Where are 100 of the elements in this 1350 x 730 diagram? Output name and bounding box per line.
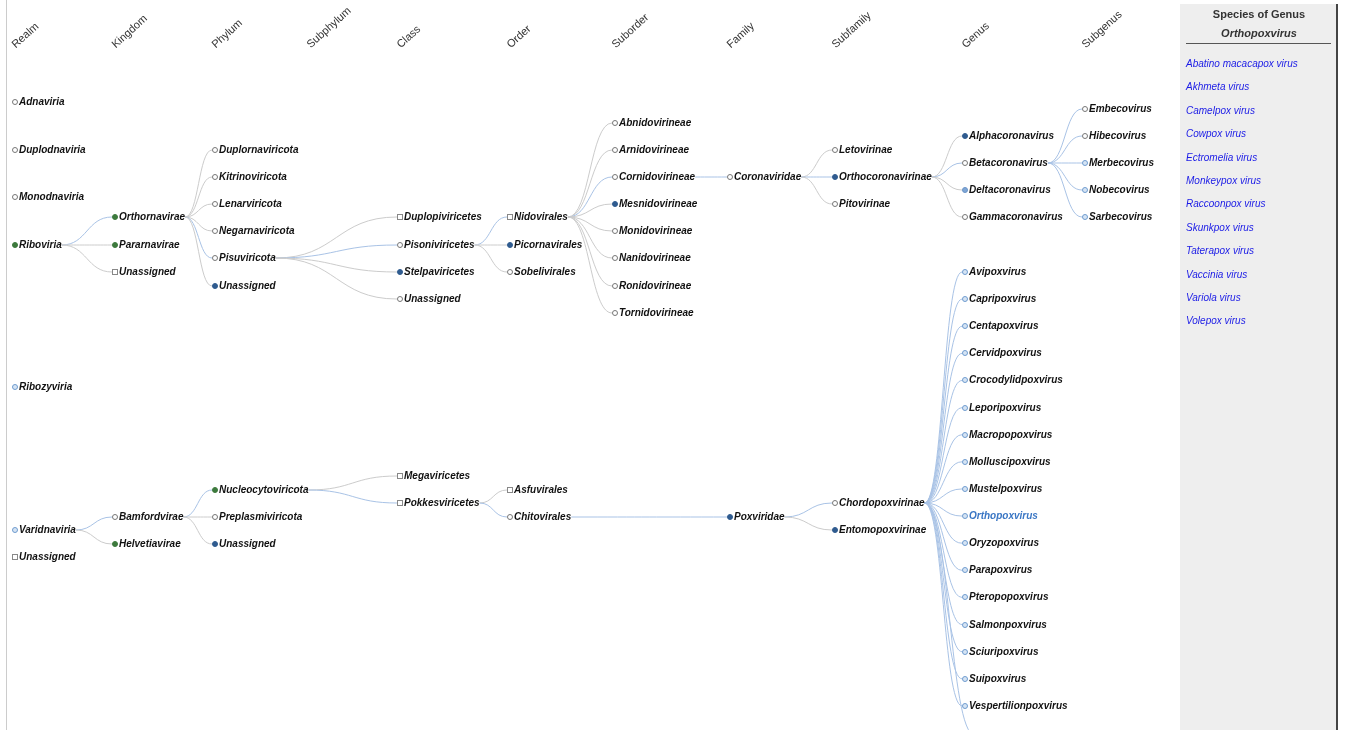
tree-link [61,244,113,273]
taxon-node: Megaviricetes [396,469,471,483]
taxon-node: Adnaviria [11,95,65,109]
tree-link [184,216,213,287]
taxon-node: Helvetiavirae [111,537,181,551]
taxon-node: Negarnaviricota [211,224,295,238]
taxon-node: Sciuripoxvirus [961,644,1039,659]
tree-link [75,529,113,545]
tree-link [694,176,728,178]
tree-link [275,257,398,300]
taxon-node: Parapoxvirus [961,563,1033,578]
taxon-node: Nucleocytoviricota [211,483,309,497]
species-link: Monkeypox virus [1186,175,1262,186]
taxon-node: Sobelivirales [506,265,576,279]
taxon-node: Betacoronavirus [961,156,1048,170]
taxon-node: Pisuviricota [211,251,276,265]
taxon-node: Varidnaviria [11,523,76,537]
tree-link [567,203,613,218]
taxon-node: Alphacoronavirus [961,129,1055,143]
panel-heading: Species of Genus [1211,8,1307,20]
taxon-node: Ronidovirineae [611,279,692,293]
panel-heading: Orthopoxvirus [1220,27,1298,39]
tree-link [1047,162,1083,191]
species-link: Akhmeta virus [1186,81,1250,93]
taxon-node: Coronaviridae [726,170,802,184]
tree-link [479,502,508,518]
taxon-node: Mesnidovirineae [611,197,698,211]
species-link: Camelpox virus [1186,104,1255,116]
taxon-node: Cornidovirineae [611,170,696,184]
taxon-node: Duplopiviricetes [396,210,482,224]
taxon-node: Unassigned [396,292,461,306]
tree-link [182,516,213,545]
taxon-node: Molluscipoxvirus [961,454,1051,469]
taxon-node: Stelpaviricetes [396,265,475,279]
taxon-node: Bamfordvirae [111,510,184,524]
taxon-node: Kitrinoviricota [211,170,287,184]
taxon-node: Unassigned [11,550,76,564]
species-link: Abatino macacapox virus [1186,58,1298,69]
taxon-node: Vespertilionpoxvirus [961,698,1068,713]
taxon-node: Pararnavirae [111,238,180,252]
taxon-node: Pokkesviricetes [396,496,480,510]
tree-link [479,489,508,504]
tree-link [182,516,213,518]
taxon-node: Gammacoronavirus [961,210,1063,224]
species-link: Vaccinia virus [1186,268,1248,280]
taxon-node: Centapoxvirus [961,319,1039,334]
taxon-node: Chitovirales [506,510,572,524]
taxon-node: Orthocoronavirinae [831,170,932,184]
taxon-node: Asfuvirales [506,483,568,497]
tree-link [570,516,728,518]
species-link: Ectromelia virus [1186,151,1258,163]
tree-link [800,176,833,205]
taxon-node: Nidovirales [506,210,568,224]
tree-link [931,176,963,218]
taxon-node: Leporipoxvirus [961,400,1042,415]
taxon-node: Duplodnaviria [11,143,86,157]
tree-link [800,176,833,178]
taxon-node: Deltacoronavirus [961,183,1051,197]
taxon-node: Chordopoxvirinae [831,496,925,510]
tree-link [474,244,508,273]
taxon-node: Nobecovirus [1081,183,1150,197]
taxon-node: Monodnaviria [11,190,84,204]
tree-link [784,516,833,531]
taxon-node: Picornavirales [506,238,583,252]
taxon-node: Suipoxvirus [961,671,1027,686]
taxon-node: Oryzopoxvirus [961,536,1040,551]
taxon-node: Hibecovirus [1081,129,1147,143]
taxon-node: Avipoxvirus [961,265,1027,279]
taxon-node: Monidovirineae [611,224,693,238]
taxon-node: Pisoniviricetes [396,238,475,252]
species-link: Raccoonpox virus [1186,198,1266,210]
taxon-node: Poxviridae [726,510,785,524]
taxon-node: Pitovirinae [831,197,891,211]
taxon-node: Preplasmiviricota [211,510,303,524]
species-link: Taterapox virus [1186,245,1254,257]
taxon-node: Orthopoxvirus [961,509,1038,524]
taxon-node: Unassigned [211,537,276,551]
taxon-node: Unassigned [111,265,176,279]
tree-link [308,489,398,504]
taxon-node: Duplornaviricota [211,143,299,157]
taxon-node: Ribozyviria [11,380,73,394]
taxon-node: Capripoxvirus [961,292,1037,307]
taxon-node: Letovirinae [831,143,893,157]
taxon-node: Tornidovirineae [611,306,694,320]
taxon-node: Arnidovirineae [611,143,690,157]
taxon-node: Cervidpoxvirus [961,346,1042,361]
taxon-node: Embecovirus [1081,102,1152,116]
taxon-node: Unassigned [211,279,276,293]
taxon-node: Crocodylidpoxvirus [961,373,1063,388]
taxon-node: Merbecovirus [1081,156,1155,170]
taxon-node: Riboviria [11,238,62,252]
tree-link [75,516,113,531]
tree-link [567,216,613,314]
taxon-node: Macropopoxvirus [961,427,1053,442]
species-link: Variola virus [1186,292,1241,303]
species-link: Cowpox virus [1186,128,1247,140]
species-link: Volepox virus [1186,315,1246,327]
species-link: Skunkpox virus [1186,221,1254,233]
tree-link [184,149,213,218]
tree-link [1047,162,1083,218]
